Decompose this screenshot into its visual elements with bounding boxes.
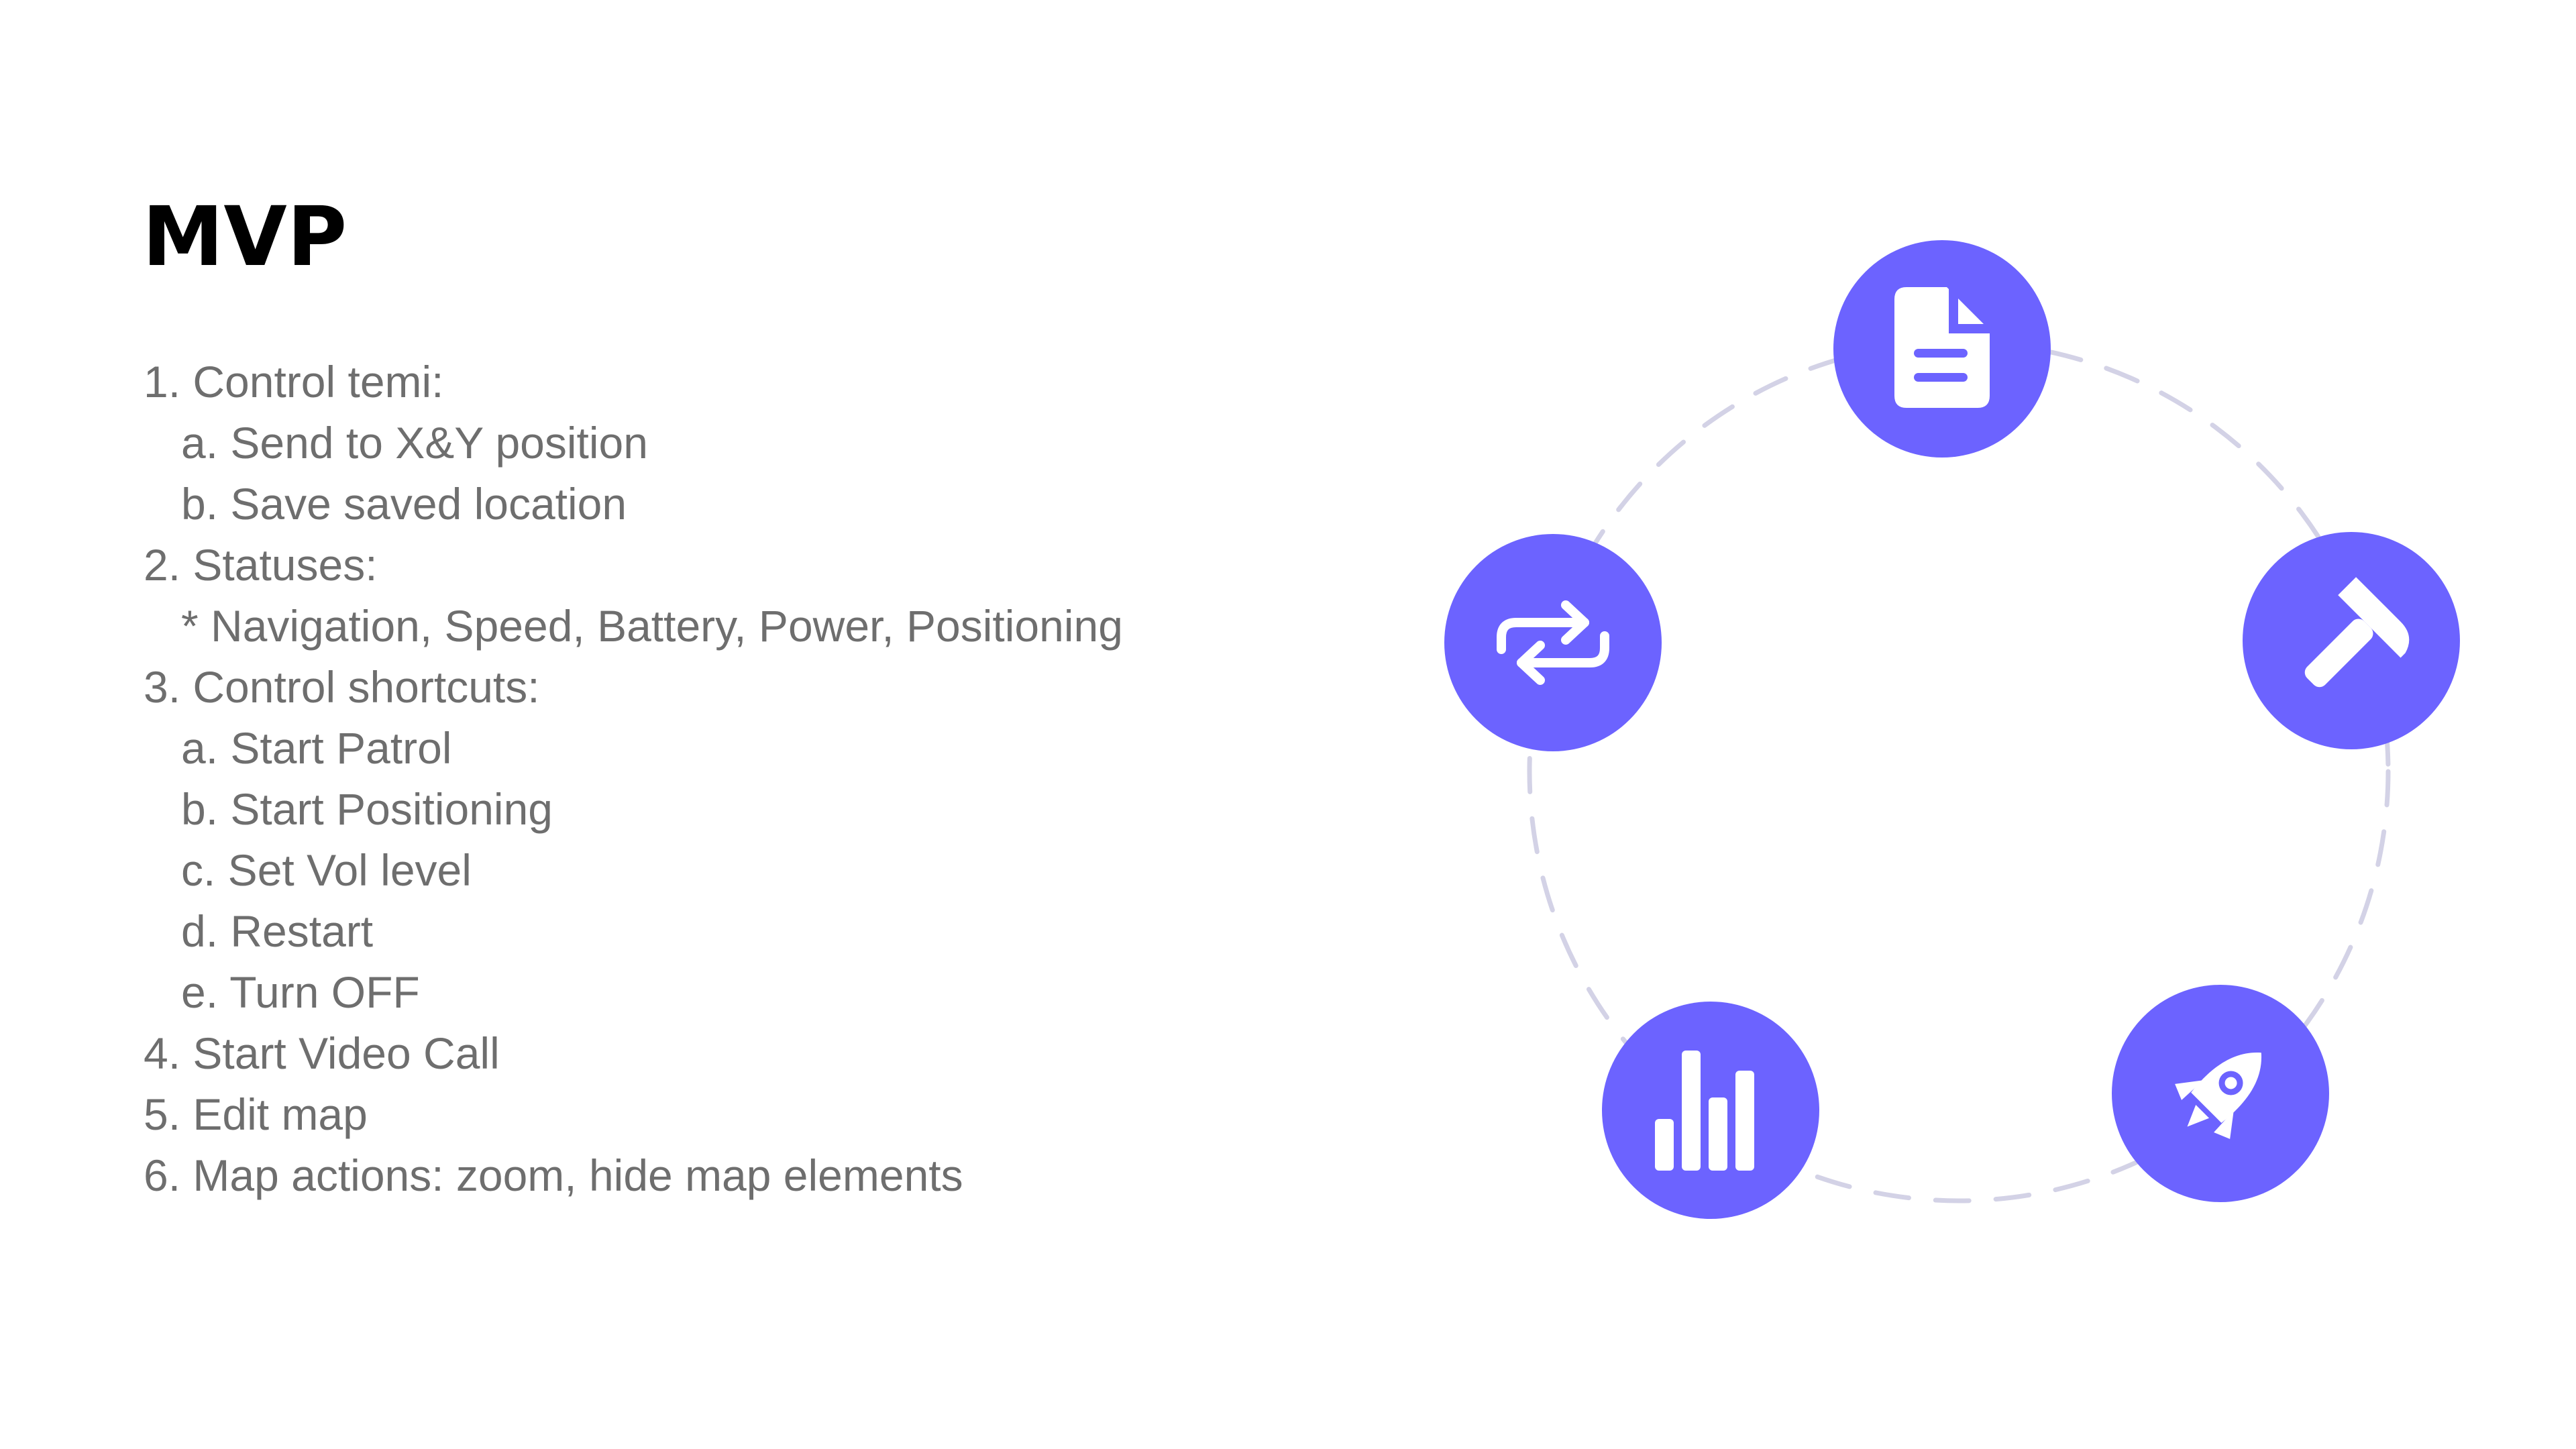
slide-title: MVP	[142, 189, 347, 284]
outline-subitem: b. Save saved location	[181, 479, 627, 529]
hammer-icon	[2304, 577, 2410, 688]
document-node	[1833, 240, 2051, 458]
outline-subitem: d. Restart	[181, 906, 374, 956]
outline-subitem: * Navigation, Speed, Battery, Power, Pos…	[181, 601, 1123, 651]
mvp-outline: 1. Control temi: a. Send to X&Y position…	[144, 352, 1123, 1206]
outline-subitem: c. Set Vol level	[181, 845, 472, 895]
outline-item: 4. Start Video Call	[144, 1028, 500, 1078]
rocket-node	[2112, 985, 2329, 1202]
bar-chart-node	[1602, 1002, 1819, 1219]
rocket-icon	[2175, 1053, 2261, 1139]
outline-subitem: e. Turn OFF	[181, 967, 420, 1017]
repeat-node-circle	[1444, 534, 1662, 751]
outline-item: 2. Statuses:	[144, 540, 378, 590]
hammer-node	[2243, 532, 2460, 749]
outline-subitem: b. Start Positioning	[181, 784, 553, 834]
document-icon	[1894, 287, 1995, 408]
repeat-node	[1444, 534, 1662, 751]
outline-subitem: a. Start Patrol	[181, 723, 452, 773]
outline-item: 1. Control temi:	[144, 357, 444, 407]
bar-chart-icon	[1655, 1051, 1754, 1171]
repeat-icon	[1497, 600, 1609, 685]
outline-item: 3. Control shortcuts:	[144, 662, 540, 712]
outline-item: 5. Edit map	[144, 1089, 368, 1139]
outline-subitem: a. Send to X&Y position	[181, 418, 648, 468]
outline-item: 6. Map actions: zoom, hide map elements	[144, 1150, 963, 1200]
